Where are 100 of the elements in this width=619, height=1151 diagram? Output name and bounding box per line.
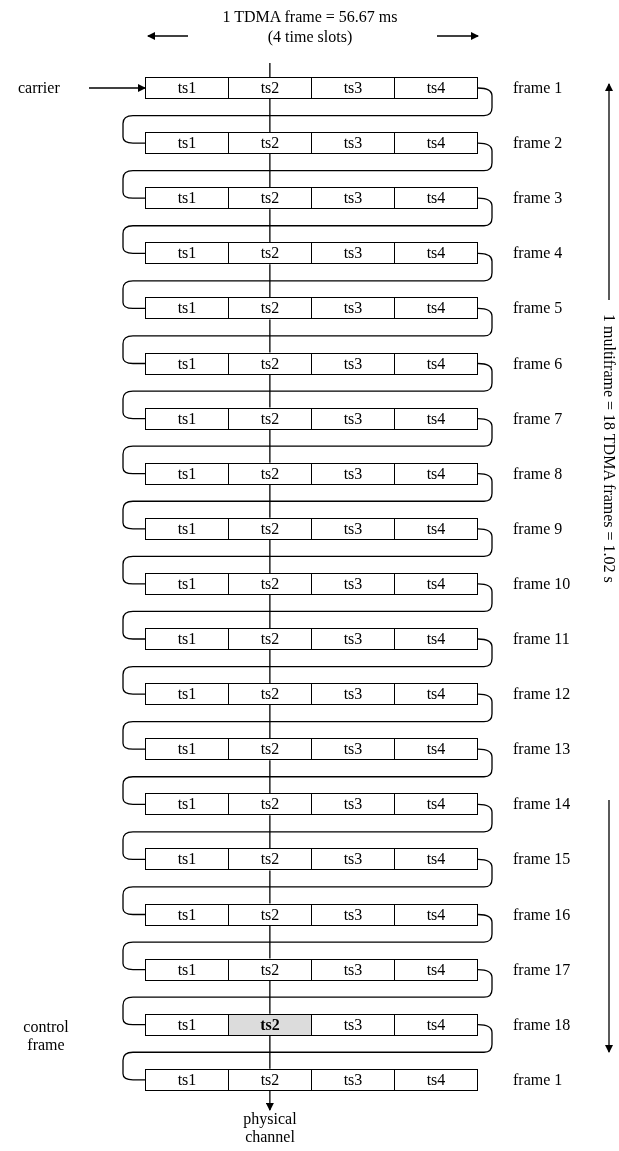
frame-label: frame 12: [513, 685, 571, 704]
time-slot-cell: ts1: [146, 959, 228, 980]
frame-label: frame 16: [513, 905, 571, 924]
frame-bar: [145, 793, 478, 816]
time-slot-cell: ts4: [394, 133, 477, 154]
time-slot-cell: ts1: [146, 1014, 228, 1035]
time-slot-cell: ts4: [394, 684, 477, 705]
time-slot-cell: ts4: [394, 353, 477, 374]
frame-bar: [145, 132, 478, 155]
frame-bar: [145, 297, 478, 320]
time-slot-cell: ts1: [146, 78, 228, 98]
time-slot-cell: ts2: [228, 629, 311, 649]
time-slot-cell: ts3: [311, 573, 394, 594]
frame-label: frame 1: [513, 1070, 563, 1089]
time-slot-cell: ts1: [146, 629, 228, 649]
time-slot-cell: ts4: [394, 243, 477, 264]
frame-bar: [145, 407, 478, 430]
time-slot-cell: ts3: [311, 243, 394, 264]
time-slot-cell: ts1: [146, 133, 228, 154]
time-slot-cell: ts4: [394, 518, 477, 539]
connector-line: [269, 1035, 271, 1070]
arrow: [265, 1090, 274, 1111]
time-slot-cell: ts4: [394, 463, 477, 484]
dimension-label: 1 multiframe = 18 TDMA frames = 1.02 s: [600, 314, 618, 583]
frame-label: frame 9: [513, 519, 563, 538]
time-slot-cell: ts1: [146, 353, 228, 374]
time-slot-cell: ts2: [228, 959, 311, 980]
arrow: [88, 84, 146, 92]
carrier-label: carrier: [18, 79, 78, 97]
frame-label: frame 10: [513, 574, 571, 593]
connector-line: [269, 62, 271, 78]
time-slot-cell: ts1: [146, 188, 228, 209]
time-slot-cell: ts2: [228, 243, 311, 264]
frame-label: frame 17: [513, 960, 571, 979]
time-slot-cell: ts3: [311, 518, 394, 539]
connector-line: [269, 428, 271, 464]
dimension-label: 1 TDMA frame = 56.67 ms: [221, 8, 399, 26]
frame-bar: [145, 352, 478, 375]
time-slot-cell: ts2: [228, 298, 311, 319]
time-slot-cell: ts3: [311, 78, 394, 98]
time-slot-cell: ts1: [146, 849, 228, 870]
time-slot-cell: ts3: [311, 1014, 394, 1035]
time-slot-cell: ts1: [146, 243, 228, 264]
time-slot-cell: ts2: [228, 1014, 311, 1035]
time-slot-cell: ts2: [228, 1069, 311, 1090]
frame-bar: [145, 242, 478, 265]
time-slot-cell: ts2: [228, 904, 311, 925]
time-slot-cell: ts4: [394, 573, 477, 594]
time-slot-cell: ts2: [228, 463, 311, 484]
frame-label: frame 15: [513, 850, 571, 869]
connector-line: [269, 208, 271, 243]
frame-bar: [145, 628, 478, 650]
frame-type-label: control frame: [22, 1018, 70, 1054]
time-slot-cell: ts4: [394, 1014, 477, 1035]
time-slot-cell: ts3: [311, 904, 394, 925]
time-slot-cell: ts3: [311, 739, 394, 760]
time-slot-cell: ts4: [394, 959, 477, 980]
frame-label: frame 11: [513, 630, 570, 648]
connector-line: [269, 98, 271, 133]
frame-bar: [145, 77, 478, 99]
time-slot-cell: ts2: [228, 518, 311, 539]
frame-label: frame 7: [513, 409, 563, 428]
time-slot-cell: ts3: [311, 353, 394, 374]
connector-line: [269, 649, 271, 684]
frame-bar: [145, 903, 478, 926]
time-slot-cell: ts4: [394, 904, 477, 925]
time-slot-cell: ts2: [228, 739, 311, 760]
time-slot-cell: ts1: [146, 463, 228, 484]
connector-line: [269, 869, 271, 905]
time-slot-cell: ts4: [394, 739, 477, 760]
frame-label: frame 6: [513, 354, 563, 373]
connector-line: [269, 704, 271, 739]
time-slot-cell: ts3: [311, 629, 394, 649]
frame-label: frame 3: [513, 189, 563, 208]
time-slot-cell: ts4: [394, 298, 477, 319]
time-slot-cell: ts4: [394, 188, 477, 209]
time-slot-cell: ts2: [228, 353, 311, 374]
time-slot-cell: ts2: [228, 794, 311, 815]
connector-line: [269, 979, 271, 1015]
connector-line: [269, 318, 271, 354]
connector-line: [269, 814, 271, 850]
frame-label: frame 2: [513, 134, 563, 153]
time-slot-cell: ts3: [311, 849, 394, 870]
time-slot-cell: ts4: [394, 408, 477, 429]
time-slot-cell: ts1: [146, 739, 228, 760]
time-slot-cell: ts1: [146, 518, 228, 539]
time-slot-cell: ts4: [394, 794, 477, 815]
connector-line: [269, 924, 271, 960]
connector-line: [269, 594, 271, 629]
time-slot-cell: ts3: [311, 188, 394, 209]
time-slot-cell: ts3: [311, 298, 394, 319]
frame-bar: [145, 187, 478, 210]
frame-label: frame 14: [513, 795, 571, 814]
connector-line: [269, 373, 271, 409]
time-slot-cell: ts1: [146, 794, 228, 815]
time-slot-cell: ts3: [311, 1069, 394, 1090]
frame-label: frame 4: [513, 244, 563, 263]
time-slot-cell: ts2: [228, 408, 311, 429]
frame-bar: [145, 462, 478, 485]
frame-bar: [145, 848, 478, 871]
